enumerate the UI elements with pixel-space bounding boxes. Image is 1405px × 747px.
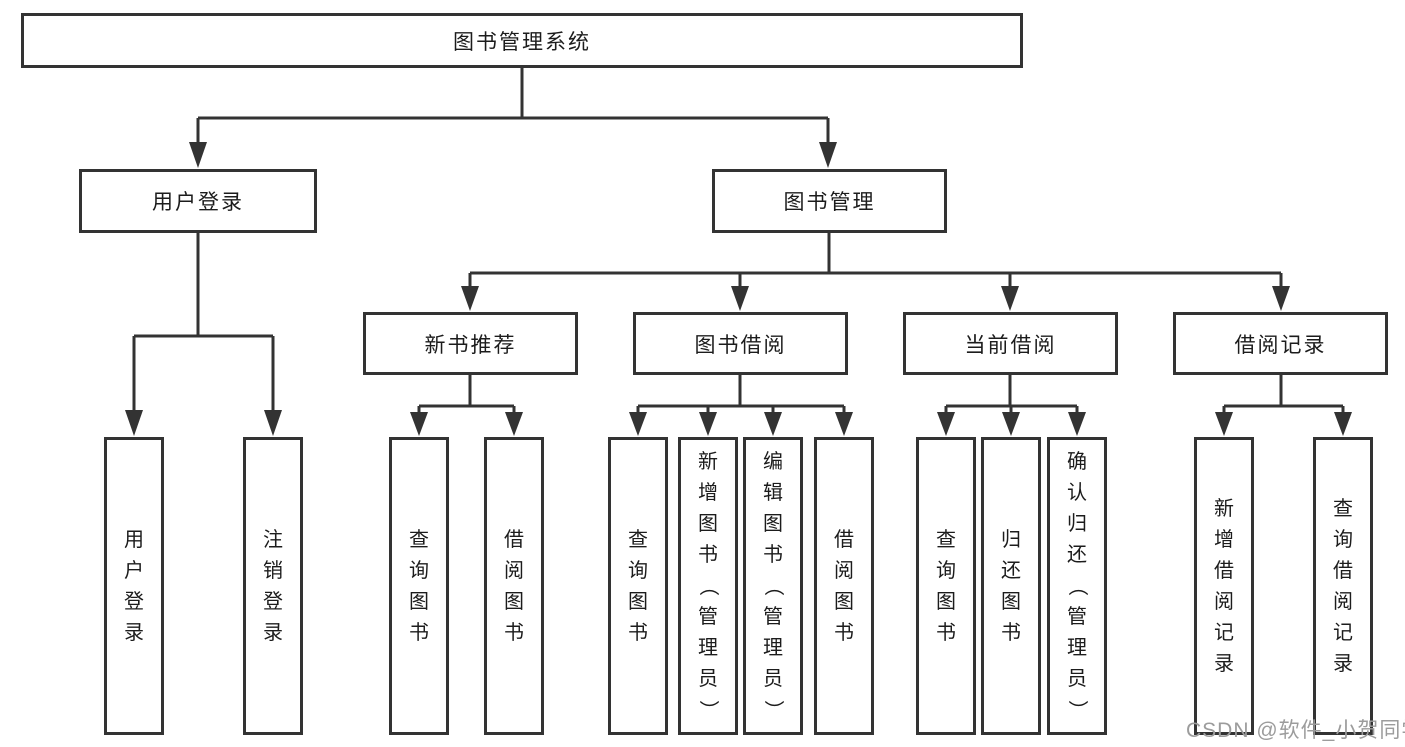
node-new-books: 新书推荐 [363,312,578,375]
leaf-user-login-label: 用户登录 [124,528,144,644]
edge-root-to-level2 [189,68,837,168]
leaf-query-books-3: 查询图书 [916,437,976,735]
node-current-borrow-label: 当前借阅 [964,333,1057,357]
leaf-query-books-3-label: 查询图书 [936,528,956,644]
leaf-borrow-books-1: 借阅图书 [484,437,544,735]
edge-borrow-records-to-leaves [1215,375,1352,436]
edge-book-mgmt-to-level3 [461,233,1290,311]
node-root-label: 图书管理系统 [453,30,591,54]
edge-new-books-to-leaves [410,375,523,436]
node-book-mgmt: 图书管理 [712,169,947,233]
leaf-add-books-admin-label: 新增图书（管理员） [697,451,719,720]
leaf-edit-books-admin: 编辑图书（管理员） [743,437,803,735]
leaf-return-books-label: 归还图书 [1001,528,1021,644]
leaf-borrow-books-1-label: 借阅图书 [504,528,524,644]
edge-user-login-to-leaves [125,233,282,436]
leaf-query-borrow-record: 查询借阅记录 [1313,437,1373,735]
node-new-books-label: 新书推荐 [424,333,517,357]
leaf-edit-books-admin-label: 编辑图书（管理员） [762,451,784,720]
node-borrow-records: 借阅记录 [1173,312,1388,375]
leaf-borrow-books-2: 借阅图书 [814,437,874,735]
leaf-add-borrow-record-label: 新增借阅记录 [1214,497,1234,675]
leaf-add-books-admin: 新增图书（管理员） [678,437,738,735]
leaf-logout: 注销登录 [243,437,303,735]
leaf-return-books: 归还图书 [981,437,1041,735]
watermark: CSDN @软件_小贺同学 [1186,719,1405,742]
node-book-mgmt-label: 图书管理 [783,191,876,214]
node-book-borrow: 图书借阅 [633,312,848,375]
node-book-borrow-label: 图书借阅 [694,333,787,357]
leaf-confirm-return-admin-label: 确认归还（管理员） [1066,451,1088,720]
leaf-borrow-books-2-label: 借阅图书 [834,528,854,644]
leaf-query-borrow-record-label: 查询借阅记录 [1333,497,1353,675]
node-user-login: 用户登录 [79,169,317,233]
leaf-confirm-return-admin: 确认归还（管理员） [1047,437,1107,735]
edge-current-borrow-to-leaves [937,375,1086,436]
leaf-query-books-1: 查询图书 [389,437,449,735]
edge-book-borrow-to-leaves [629,375,853,436]
node-current-borrow: 当前借阅 [903,312,1118,375]
node-borrow-records-label: 借阅记录 [1234,333,1327,357]
leaf-add-borrow-record: 新增借阅记录 [1194,437,1254,735]
leaf-query-books-2: 查询图书 [608,437,668,735]
leaf-logout-label: 注销登录 [263,528,283,644]
node-user-login-label: 用户登录 [152,191,244,214]
node-root: 图书管理系统 [21,13,1023,68]
leaf-query-books-2-label: 查询图书 [628,528,648,644]
leaf-user-login: 用户登录 [104,437,164,735]
leaf-query-books-1-label: 查询图书 [409,528,429,644]
